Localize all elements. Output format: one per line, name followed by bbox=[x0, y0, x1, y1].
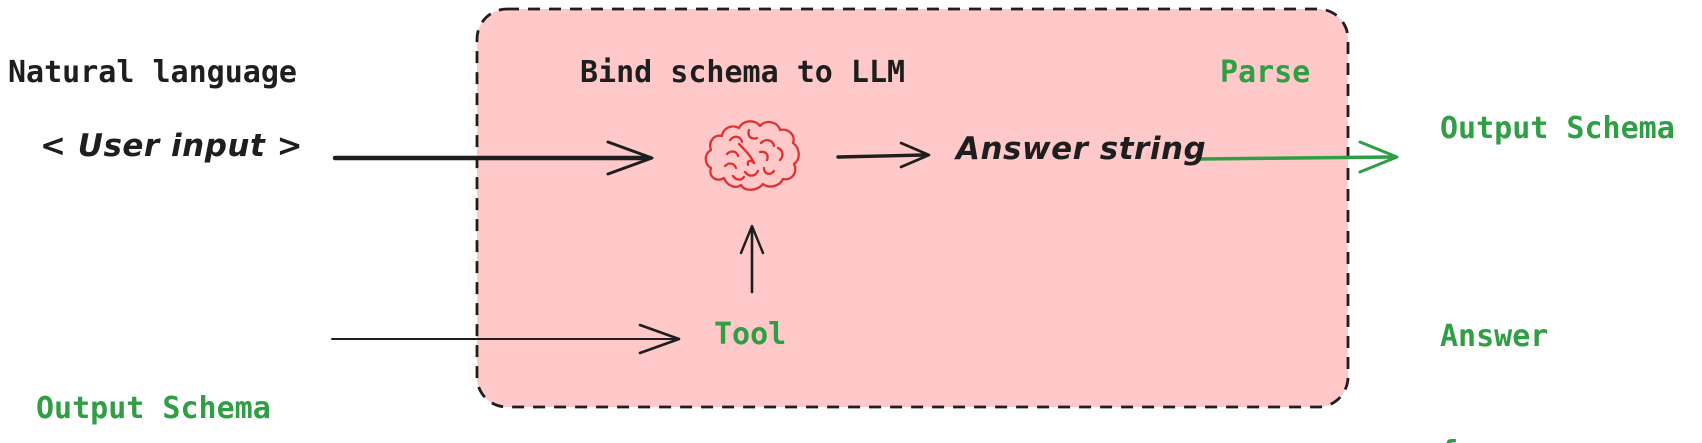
result-schema-answer-group: Answer foo: ... bar: ... bbox=[1440, 241, 1675, 443]
llm-to-answer-arrow bbox=[836, 141, 931, 169]
brain-icon bbox=[704, 120, 800, 191]
result-schema-foo-line: foo: ... bbox=[1440, 433, 1675, 443]
tool-label: Tool bbox=[714, 317, 787, 352]
bind-schema-box bbox=[475, 7, 1350, 409]
result-schema-answer-label: Answer bbox=[1440, 319, 1549, 354]
tool-to-llm-arrow bbox=[739, 224, 765, 294]
bind-schema-label: Bind schema to LLM bbox=[580, 55, 906, 90]
answer-string-label: Answer string bbox=[956, 131, 1207, 167]
input-output-schema-block: Output Schema foo: ... bar: ... bbox=[36, 313, 271, 443]
user-input-arrow bbox=[332, 140, 654, 176]
result-schema-block: Output Schema Answer foo: ... bar: ... bbox=[1440, 33, 1675, 443]
parse-label: Parse bbox=[1220, 55, 1311, 90]
parse-arrow bbox=[1196, 140, 1399, 174]
natural-language-label: Natural language bbox=[8, 55, 297, 90]
input-schema-title: Output Schema bbox=[36, 391, 271, 426]
schema-to-tool-arrow bbox=[331, 323, 681, 355]
result-schema-title: Output Schema bbox=[1440, 111, 1675, 146]
user-input-label: < User input > bbox=[40, 128, 304, 164]
